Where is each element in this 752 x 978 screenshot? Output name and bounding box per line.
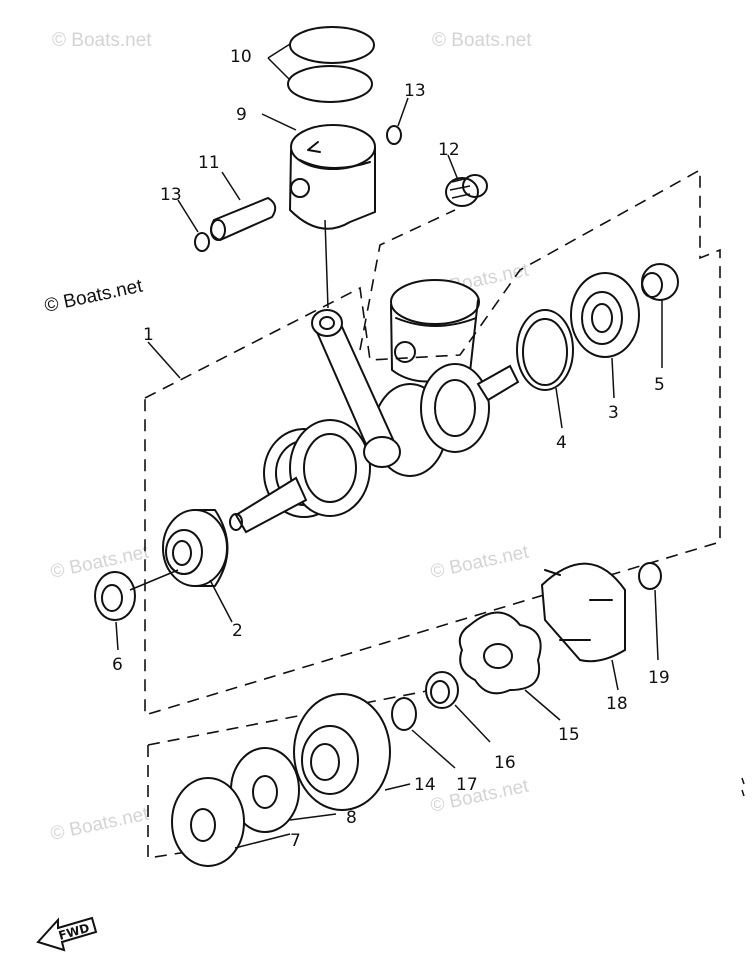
washer xyxy=(638,562,662,590)
piston-rings xyxy=(287,26,375,103)
callout-7: 7 xyxy=(290,831,301,851)
leader-line xyxy=(234,833,291,849)
leader-line xyxy=(384,783,411,791)
leader-line xyxy=(177,199,199,233)
upper-piston xyxy=(289,124,376,230)
callout-10: 10 xyxy=(230,47,252,67)
coupling-hub xyxy=(540,562,626,663)
leader-line xyxy=(411,729,456,769)
watermark: © Boats.net xyxy=(49,542,151,583)
callout-11: 11 xyxy=(198,153,220,173)
leader-line xyxy=(324,219,329,309)
leader-line xyxy=(611,659,619,691)
watermark: © Boats.net xyxy=(432,30,532,51)
washer-plate xyxy=(171,777,245,867)
callout-16: 16 xyxy=(494,753,516,773)
callout-13: 13 xyxy=(404,81,426,101)
leader-line xyxy=(129,569,179,591)
crankshaft-assembly-boundary xyxy=(144,168,721,717)
circlip xyxy=(194,232,210,252)
crankshaft xyxy=(229,309,520,534)
callout-6: 6 xyxy=(112,655,123,675)
leader-line xyxy=(115,621,119,651)
leader-line xyxy=(555,387,563,429)
spring xyxy=(425,671,459,709)
main-bearing-right xyxy=(570,272,640,358)
leader-line xyxy=(397,97,409,127)
leader-line xyxy=(611,357,615,399)
watermark: © Boats.net xyxy=(43,276,145,317)
fwd-label: FWD xyxy=(57,921,91,943)
callout-19: 19 xyxy=(648,668,670,688)
leader-line xyxy=(289,813,337,821)
drive-coupling xyxy=(293,693,391,811)
callout-1: 1 xyxy=(143,325,154,345)
watermark: © Boats.net xyxy=(52,30,152,51)
callout-9: 9 xyxy=(236,105,247,125)
watermark: © Boats.net xyxy=(429,776,531,817)
lower-piston xyxy=(390,279,480,383)
circlip xyxy=(386,125,402,145)
edge-marks xyxy=(741,777,745,797)
main-bearing-left xyxy=(162,509,229,587)
o-ring xyxy=(391,697,417,731)
callout-15: 15 xyxy=(558,725,580,745)
watermark: © Boats.net xyxy=(49,804,151,845)
leader-line xyxy=(524,689,561,721)
callout-4: 4 xyxy=(556,433,567,453)
callout-5: 5 xyxy=(654,375,665,395)
needle-bearing xyxy=(445,174,488,207)
callout-18: 18 xyxy=(606,694,628,714)
oil-seal xyxy=(94,571,136,621)
rubber-damper xyxy=(458,611,542,695)
leader-line xyxy=(221,171,241,201)
snap-ring xyxy=(516,309,574,391)
leader-line xyxy=(209,579,233,623)
watermark: © Boats.net xyxy=(429,542,531,583)
collar xyxy=(641,263,679,301)
piston-pin xyxy=(210,196,277,242)
piston-group-boundary xyxy=(359,209,456,351)
callout-17: 17 xyxy=(456,775,478,795)
callout-2: 2 xyxy=(232,621,243,641)
callout-14: 14 xyxy=(414,775,436,795)
leader-line xyxy=(447,154,459,181)
callout-3: 3 xyxy=(608,403,619,423)
leader-line xyxy=(654,589,659,661)
callout-12: 12 xyxy=(438,140,460,160)
forward-direction-arrow: FWD xyxy=(36,916,98,952)
leader-line xyxy=(147,341,181,379)
leader-line xyxy=(267,43,291,81)
leader-line xyxy=(454,704,491,743)
leader-line xyxy=(261,113,297,131)
callout-13: 13 xyxy=(160,185,182,205)
callout-8: 8 xyxy=(346,808,357,828)
